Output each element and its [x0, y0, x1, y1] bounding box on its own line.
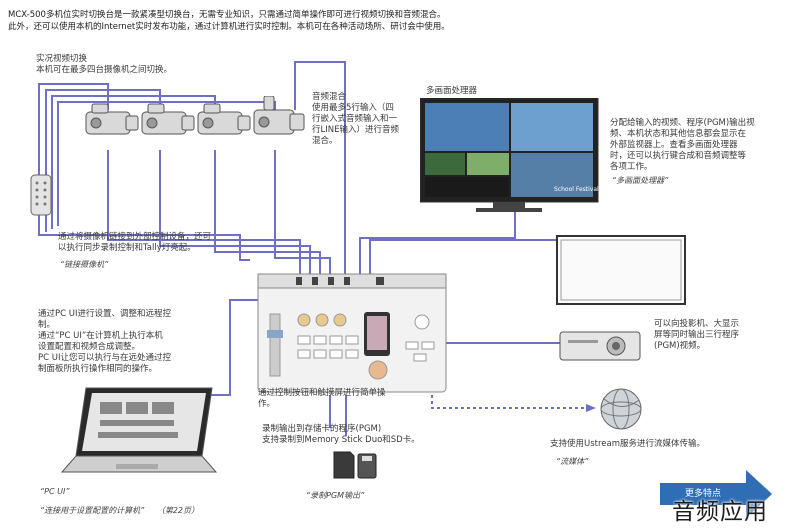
audio-mix-line-4: 行LINE输入）进行音频 [312, 125, 399, 135]
multiview-monitor [420, 98, 599, 212]
record-caption: “录制PGM输出” [306, 491, 365, 500]
laptop-illustration [60, 387, 218, 473]
link-camera-desc-line-2: 以执行同步录制控制和Tally灯亮起。 [58, 243, 196, 253]
intro-paragraph: MCX-500多机位实时切换台是一款紧凑型切换台，无需专业知识，只需通过简单操作… [8, 9, 798, 33]
link-camera-desc-line-1: 通过将摄像机链接到外部控制设备，还可 [58, 232, 212, 242]
projector-desc-line-3: (PGM)视频。 [654, 341, 706, 351]
pc-ui-caption: “PC UI” [40, 487, 70, 496]
multiview-desc-line-5: 各项工作。 [610, 162, 653, 172]
pc-ui-desc-line-3: 通过“PC UI”在计算机上执行本机 [38, 331, 163, 341]
pc-ui-desc-line-2: 制。 [38, 320, 56, 330]
control-desc-line-2: 作。 [258, 399, 276, 409]
camcorder-4-icon [253, 96, 305, 135]
multiview-desc-line-1: 分配给输入的视频、程序(PGM)输出视 [610, 118, 755, 128]
audio-mix-line-3: 行嵌入式音频输入和一 [312, 114, 398, 124]
camera-switch-title: 实况视频切换 [36, 54, 88, 64]
projector-desc-line-1: 可以向投影机、大显示 [654, 319, 740, 329]
link-camera-desc: 通过将摄像机链接到外部控制设备，还可 以执行同步录制控制和Tally灯亮起。 [58, 232, 211, 254]
multiview-desc-line-2: 频、本机状态和其他信息都会显示在 [610, 129, 747, 139]
pc-ui-desc-line-1: 通过PC UI进行设置、调整和远程控 [38, 309, 171, 319]
projector-icon [559, 331, 641, 361]
camcorder-2-icon [141, 103, 195, 135]
intro-line-1: MCX-500多机位实时切换台是一款紧凑型切换台，无需专业知识，只需通过简单操作… [8, 10, 446, 20]
camcorder-3-icon [197, 103, 251, 135]
camera-switch-desc: 本机可在最多四台摄像机之间切换。 [36, 65, 173, 75]
monitor-screen-label: School Festival [554, 186, 599, 193]
pc-connection-caption: “连接用于设置配置的计算机” （第22页） [40, 505, 199, 516]
record-desc: 录制输出到存储卡的程序(PGM) 支持录制到Memory Stick Duo和S… [262, 424, 420, 446]
multiview-desc: 分配给输入的视频、程序(PGM)输出视 频、本机状态和其他信息都会显示在 外部监… [610, 118, 755, 173]
more-features-button[interactable]: 更多特点 [660, 483, 746, 505]
pc-ui-desc-line-6: 制面板所执行操作相同的操作。 [38, 364, 158, 374]
pc-connection-caption-text: “连接用于设置配置的计算机” [40, 506, 145, 515]
projector-desc-line-2: 屏等同时输出三行程序 [654, 330, 740, 340]
link-camera-caption: “链接摄像机” [60, 260, 109, 269]
control-desc-line-1: 通过控制按钮和触摸屏进行简单操 [258, 388, 386, 398]
memory-cards-illustration [333, 451, 377, 479]
pc-ui-desc-line-5: PC UI让您可以执行与在远处通过控 [38, 353, 171, 363]
globe-icon [600, 388, 642, 430]
projector-desc: 可以向投影机、大显示 屏等同时输出三行程序 (PGM)视频。 [654, 319, 739, 352]
audio-mix-line-2: 使用最多5行输入（四 [312, 103, 394, 113]
camcorder-1-icon [85, 103, 139, 135]
intro-line-2: 此外，还可以使用本机的Internet实时发布功能，通过计算机进行实时控制。本机… [8, 22, 450, 32]
pc-ui-desc: 通过PC UI进行设置、调整和远程控 制。 通过“PC UI”在计算机上执行本机… [38, 309, 171, 375]
stream-desc: 支持使用Ustream服务进行流媒体传输。 [550, 439, 706, 449]
large-display [556, 235, 686, 305]
record-desc-line-2: 支持录制到Memory Stick Duo和SD卡。 [262, 435, 420, 445]
multiview-desc-line-4: 时，还可以执行键合成和音频调整等 [610, 151, 747, 161]
page-reference: （第22页） [156, 506, 200, 515]
more-features-arrow-icon[interactable] [746, 470, 772, 518]
multiview-desc-line-3: 外部监视器上。查看多画面处理器 [610, 140, 738, 150]
memory-stick-icon [333, 451, 355, 479]
audio-mix-line-5: 混合。 [312, 136, 338, 146]
mcx-500-switcher [257, 273, 447, 393]
multiview-title: 多画面处理器 [426, 86, 478, 96]
multiview-caption: “多画面处理器” [612, 176, 669, 185]
watermark: 音频应用 [672, 499, 768, 525]
stream-caption: “流媒体” [556, 457, 589, 466]
camcorders-illustration [85, 96, 305, 135]
audio-mix-block: 音频混合 使用最多5行输入（四 行嵌入式音频输入和一 行LINE输入）进行音频 … [312, 92, 399, 147]
camera-switch-block: 实况视频切换 本机可在最多四台摄像机之间切换。 [36, 54, 172, 76]
pc-ui-desc-line-4: 设置配置和视频合成调整。 [38, 342, 141, 352]
control-desc: 通过控制按钮和触摸屏进行简单操 作。 [258, 388, 386, 410]
record-desc-line-1: 录制输出到存储卡的程序(PGM) [262, 424, 382, 434]
remote-control-icon [30, 174, 52, 216]
audio-mix-line-1: 音频混合 [312, 92, 347, 102]
